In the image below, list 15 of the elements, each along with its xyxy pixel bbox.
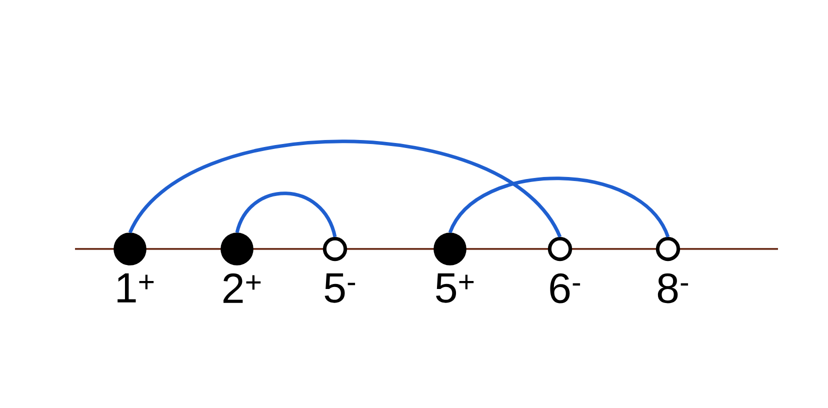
hollow-circle [548,236,572,262]
point-label: 8$^{-}$ [658,273,688,304]
filled-dot [114,232,146,266]
point-label: 6$^{-}$ [550,273,580,304]
hollow-circle [322,236,348,262]
filled-dot [434,232,466,266]
point-label: 1$^{+}$ [118,273,154,302]
point-label: 5$^{+}$ [436,273,474,303]
filled-dot [220,232,254,266]
arc [448,176,670,238]
point-label: 2$^{+}$ [223,273,261,303]
point-label: 5$^{-}$ [324,273,356,303]
hollow-circle [656,236,680,262]
arc [235,192,337,238]
arc [128,140,562,238]
